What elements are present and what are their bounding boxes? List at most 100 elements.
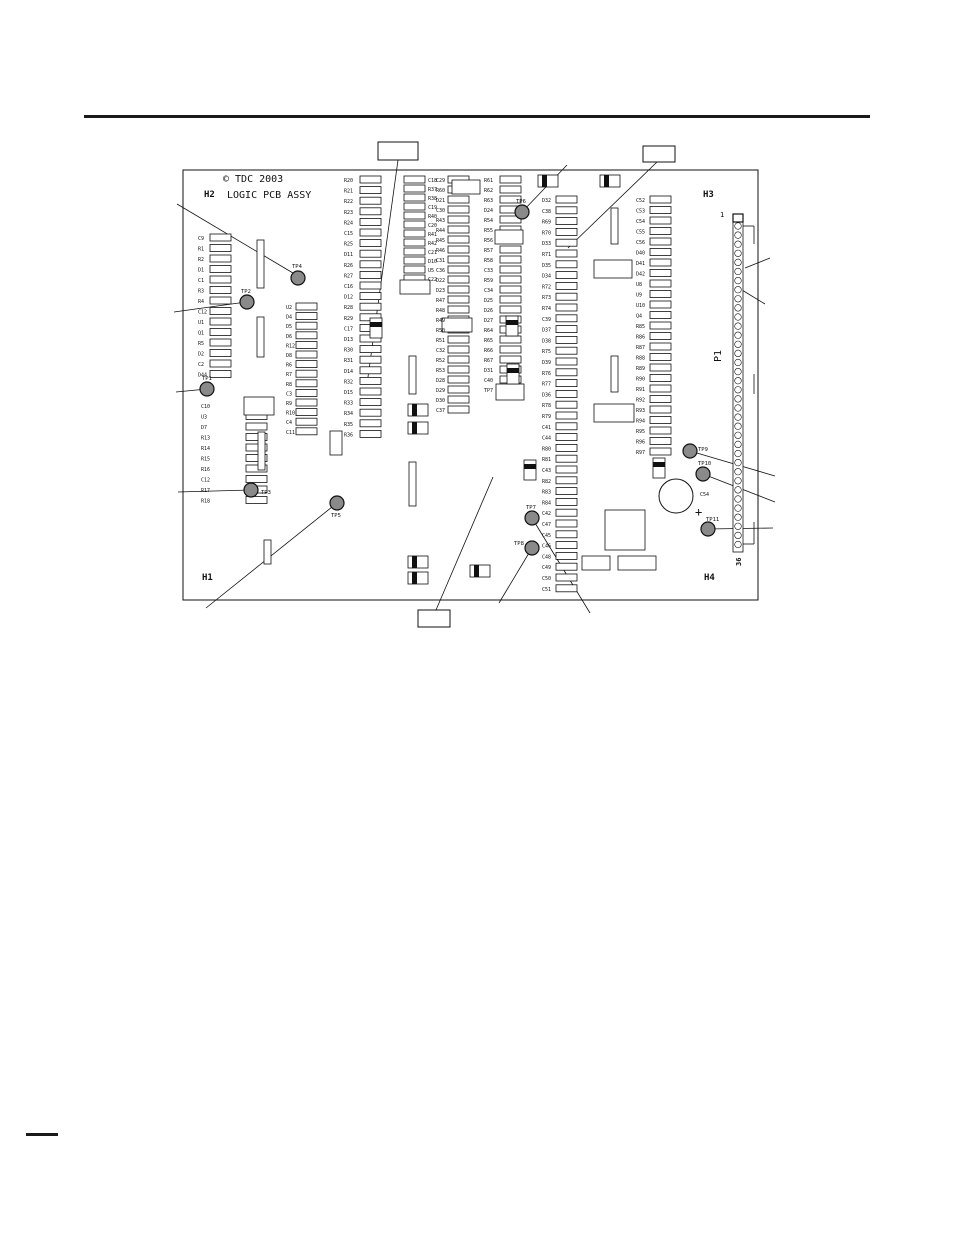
test-point-tp8 [524, 540, 540, 556]
component-label: D11 [344, 252, 353, 258]
component-label: C51 [542, 587, 551, 593]
component-body [447, 205, 470, 214]
component-label: Q1 [198, 331, 204, 337]
connector-pin [734, 386, 742, 394]
ic-package [408, 355, 417, 395]
component-body [245, 464, 268, 473]
component-label: R48 [436, 308, 445, 314]
component-label: D34 [542, 274, 551, 280]
component-body [555, 389, 578, 398]
component-label: R33 [344, 401, 353, 407]
connector-pin [734, 413, 742, 421]
component-label: R89 [636, 366, 645, 372]
component-body [447, 365, 470, 374]
diode-band [370, 322, 382, 327]
component-label: R44 [436, 228, 445, 234]
connector-pin [734, 304, 742, 312]
ic-package [610, 207, 619, 245]
component-body [359, 419, 382, 428]
component-body [555, 497, 578, 506]
component-label: R90 [636, 377, 645, 383]
component-label: R36 [344, 432, 353, 438]
component-body [209, 286, 232, 294]
capacitor-c54 [658, 478, 694, 514]
component-body [555, 227, 578, 236]
component-body [447, 375, 470, 384]
component-label: R63 [484, 198, 493, 204]
component-body [403, 211, 426, 220]
component-body [359, 186, 382, 195]
component-body [555, 206, 578, 215]
component-body [555, 238, 578, 247]
tp1-label: TP1 [202, 376, 212, 382]
diode-body [505, 315, 519, 337]
component-label: C53 [636, 209, 645, 215]
component-label: C49 [542, 565, 551, 571]
component-label: C15 [344, 231, 353, 237]
component-label: R42 [428, 241, 437, 247]
component-label: R24 [344, 220, 353, 226]
connector-pin [734, 313, 742, 321]
component-label: C32 [436, 348, 445, 354]
test-point-tp7 [524, 510, 540, 526]
component-body [359, 366, 382, 375]
component-body [209, 328, 232, 336]
component-block [593, 259, 633, 279]
diode-body [537, 174, 559, 188]
component-label: R60 [436, 188, 445, 194]
component-label: C50 [542, 576, 551, 582]
component-body [649, 363, 672, 372]
component-body [295, 302, 318, 311]
component-body [359, 249, 382, 258]
component-body [403, 256, 426, 265]
connector-pin [734, 331, 742, 339]
component-label: D2 [198, 352, 204, 358]
diode-body [407, 555, 429, 569]
component-label: D40 [636, 251, 645, 257]
hole-label-h2: H2 [204, 190, 215, 200]
component-label: C37 [436, 408, 445, 414]
component-body [555, 541, 578, 549]
component-body [649, 227, 672, 235]
component-body [649, 237, 672, 246]
component-label: C20 [428, 223, 437, 229]
component-label: R27 [344, 273, 353, 279]
tp2-label: TP2 [241, 289, 251, 295]
component-label: R96 [636, 440, 645, 446]
component-label: R62 [484, 188, 493, 194]
connector-pin [734, 459, 742, 467]
label-c54: C54 [700, 492, 709, 498]
component-label: C11 [286, 430, 295, 436]
component-label: R71 [542, 252, 551, 258]
component-label: R45 [436, 238, 445, 244]
component-label: R4 [198, 299, 204, 305]
component-label: R84 [542, 500, 551, 506]
component-body [447, 355, 470, 364]
connector-pin [734, 358, 742, 367]
diode-band [604, 175, 609, 187]
component-label: D15 [344, 390, 353, 396]
component-label: R7 [286, 372, 292, 378]
connector-pin [734, 440, 742, 449]
component-label: R12 [286, 343, 295, 349]
diode-band [542, 175, 547, 187]
component-label: D23 [436, 288, 445, 294]
component-body [403, 265, 426, 274]
component-label: R88 [636, 356, 645, 362]
component-block [243, 396, 275, 416]
diode-band [412, 422, 417, 434]
component-label: C19 [428, 205, 437, 211]
callout-box-bottom [417, 609, 451, 628]
component-body [359, 398, 382, 407]
component-label: U10 [636, 303, 645, 309]
component-label: R81 [542, 457, 551, 463]
diode-band [474, 565, 479, 577]
component-label: C21 [428, 250, 437, 256]
diode-band [653, 462, 665, 467]
copyright-text: © TDC 2003 [223, 174, 283, 185]
component-label: R38 [428, 196, 437, 202]
tp6-label: TP6 [516, 199, 526, 205]
component-label: C55 [636, 230, 645, 236]
component-body [555, 552, 578, 560]
component-body [295, 417, 318, 426]
